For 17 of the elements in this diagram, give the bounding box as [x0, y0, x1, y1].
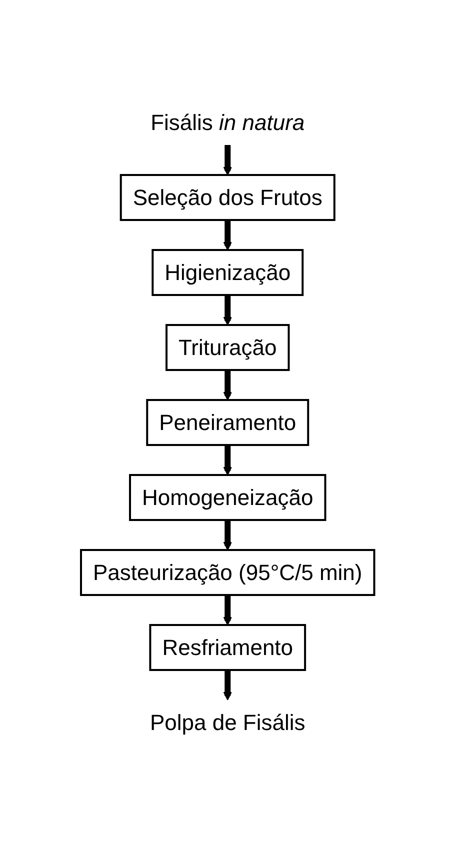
arrow [223, 370, 232, 400]
arrow [223, 594, 232, 626]
node-box: Pasteurização (95°C/5 min) [80, 549, 376, 596]
node-text: Polpa de Fisális [150, 710, 306, 735]
arrow [223, 220, 232, 250]
arrow [223, 670, 232, 700]
node-text: Fisális in natura [150, 110, 305, 135]
arrow [223, 520, 232, 550]
arrow [223, 294, 232, 326]
arrow [223, 444, 232, 476]
node-box: Seleção dos Frutos [120, 174, 336, 221]
node-box: Homogeneização [128, 474, 326, 521]
node-box: Peneiramento [146, 399, 309, 446]
arrow [223, 144, 232, 176]
node-box: Resfriamento [149, 624, 306, 671]
node-box: Trituração [165, 324, 290, 371]
node-box: Higienização [152, 249, 304, 296]
